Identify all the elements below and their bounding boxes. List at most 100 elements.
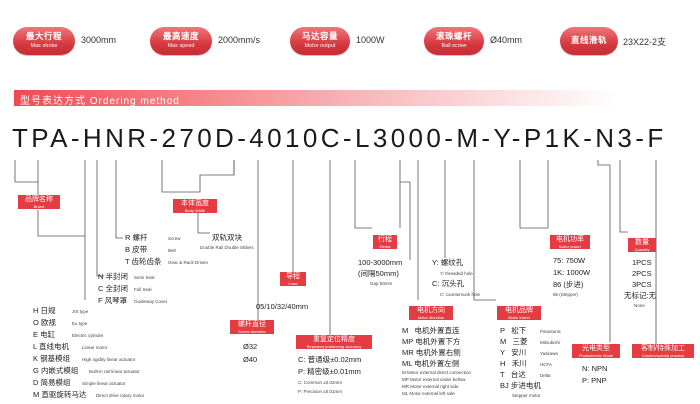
list-item-en: Y: threaded hole [440, 271, 473, 276]
list-item: 86 (步进) [553, 280, 584, 289]
tag-label-en: Quantity [634, 247, 650, 252]
list-item-en: Panasonic [540, 329, 562, 334]
list-item: H 禾川 [500, 359, 527, 368]
list-item-en: Belt [168, 248, 176, 253]
spec-label-en: Max stroke [30, 43, 58, 49]
tag-lead: 导程 Lead [280, 272, 306, 286]
spec-value: 2000mm/s [218, 35, 261, 45]
list-item: C: 沉头孔 [432, 279, 465, 288]
list-item-en: 86 (Stepper) [553, 292, 579, 297]
tag-label: 品牌名称 [25, 196, 53, 203]
tag-label: 行程 [378, 236, 392, 243]
list-item: K 钢基模组 [33, 354, 71, 363]
list-item-en: Screw [168, 236, 181, 241]
list-item: 无标记:无 [624, 291, 657, 300]
list-item: P: PNP [582, 376, 607, 385]
stroke-value: 100-3000mm [358, 258, 403, 267]
list-item: R 螺杆 [125, 233, 148, 242]
section-title: 型号表达方式 Ordering method [20, 96, 180, 107]
spec-value: 3000mm [81, 35, 117, 45]
list-item-en: Direct drive rotary motor [96, 393, 145, 398]
spec-label-en: Max speed [167, 43, 195, 49]
list-item-en: Electric cylinder [72, 333, 104, 338]
list-item-en: M Motor external direct connection [402, 370, 472, 375]
tag-label-en: Stroke [379, 244, 391, 249]
tag-label: 重复定位精度 [313, 336, 355, 343]
tag-label-en: Lead [288, 281, 298, 286]
tag-label-en: Brand [33, 204, 45, 209]
spec-pill: 直线滑轨 [560, 27, 618, 55]
list-item-en: Delta [540, 373, 551, 378]
spec-label-en: Motor output [304, 43, 336, 49]
tag-label-en: Motor power [558, 244, 582, 249]
tag-brand: 品牌名称 Brand [18, 195, 60, 209]
tag-repeat-accuracy: 重复定位精度 Repeated positioning accuracy [296, 335, 372, 349]
list-item: 3PCS [632, 280, 652, 289]
model-code: TPA-HNR-270D-4010C-L3000-M-Y-P1K-N3-F [12, 123, 667, 153]
tag-body-width: 本体宽度 Body Width [173, 199, 217, 213]
list-item-en: Simple linear actuator [82, 381, 126, 386]
tag-motor-brand: 电机品牌 Motor brand [497, 306, 541, 320]
tag-label: 客制/特殊加工 [641, 345, 685, 352]
tag-label-en: Custom/special process [641, 353, 685, 358]
list-item-en: Semi Seal [134, 275, 155, 280]
list-item-en: Gear & Rack Driven [168, 260, 209, 265]
list-item: Y 安川 [500, 348, 527, 357]
list-item: P 松下 [500, 326, 527, 335]
spec-label: 直线滑轨 [570, 35, 607, 45]
list-item: H 日规 [33, 306, 56, 315]
list-item-en: P: Precision ±0.01mm [298, 389, 342, 394]
spec-pill: 最高速度 Max speed [150, 27, 212, 55]
width-note: 双轨双块 [212, 233, 242, 242]
list-item: M 直驱旋转马达 [33, 390, 87, 399]
list-item-en: Guideway Cover [134, 299, 168, 304]
spec-pill: 最大行程 Max stroke [13, 27, 75, 55]
tag-motor-direction: 电机方向 Motor direction [409, 306, 453, 320]
list-item-en: Eu type [72, 321, 88, 326]
spec-label: 马达容量 [301, 31, 338, 41]
spec-value: Ø40mm [490, 35, 523, 45]
list-item-en: Full Seal [134, 287, 152, 292]
spec-pill: 马达容量 Motor output [290, 27, 350, 55]
list-item: D 简易模组 [33, 378, 71, 387]
spec-pill: 滚珠螺杆 Ball screw [424, 27, 484, 55]
list-item-en: High rigidity linear actuator [82, 357, 136, 362]
tag-stroke: 行程 Stroke [373, 235, 397, 249]
tag-label-en: Repeated positioning accuracy [306, 344, 362, 349]
tag-screw-diameter: 螺杆直径 Screw diameter [230, 320, 274, 334]
list-item-en: HCFA [540, 362, 553, 367]
list-item: T 齿轮齿条 [125, 257, 162, 266]
spec-label: 最大行程 [25, 31, 62, 41]
list-item: G 内嵌式模组 [33, 366, 79, 375]
tag-label-en: Body Width [184, 208, 206, 213]
list-item: C 全封闭 [98, 284, 129, 293]
list-item-en: Mitsubishi [540, 340, 561, 345]
list-item: M 电机外置直连 [402, 326, 460, 335]
list-item-en: Yaskawa [540, 351, 558, 356]
spec-value: 1000W [356, 35, 385, 45]
tag-label-en: Motor direction [417, 315, 445, 320]
list-item-en: JIS type [72, 309, 89, 314]
tag-label-en: Photoelectric Mode [578, 353, 614, 358]
list-item-en: MR Motor external right side [402, 384, 459, 389]
list-item: 2PCS [632, 269, 652, 278]
list-item: 75: 750W [553, 256, 586, 265]
list-item: Y: 螺纹孔 [432, 258, 464, 267]
tag-motor-power: 电机功率 Motor power [550, 235, 590, 249]
section-header: 型号表达方式 Ordering method [14, 90, 686, 107]
list-item: M 三菱 [500, 337, 528, 346]
tag-quantity: 数量 Quantity [628, 238, 656, 252]
tag-custom: 客制/特殊加工 Custom/special process [632, 344, 694, 358]
list-item: E 电缸 [33, 330, 56, 339]
list-item: T 台达 [500, 370, 526, 379]
list-item: L 直线电机 [33, 342, 69, 351]
tag-label: 光电类型 [582, 345, 610, 352]
list-item: 1K: 1000W [553, 268, 591, 277]
list-item: N: NPN [582, 364, 608, 373]
list-item-en: None [634, 303, 645, 308]
list-item: 1PCS [632, 258, 652, 267]
tag-label-en: Motor brand [508, 315, 530, 320]
list-item-en: C: Common ±0.02mm [298, 380, 342, 385]
list-item-en: Built-in rail linear actuator [89, 369, 140, 374]
